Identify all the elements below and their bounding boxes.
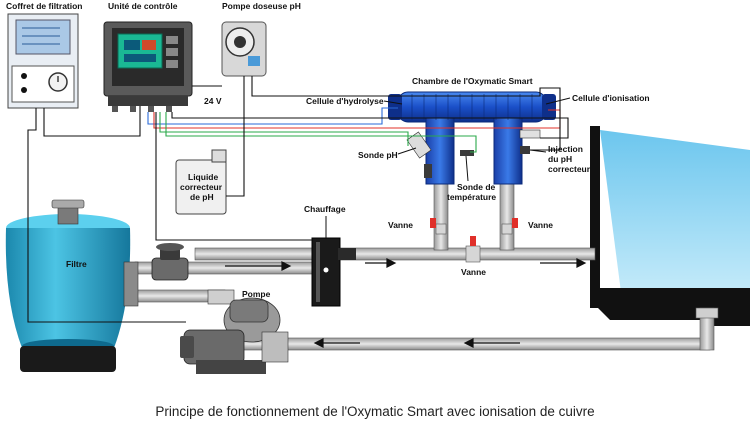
filtration-box bbox=[7, 13, 79, 109]
control-unit-label: Unité de contrôle bbox=[108, 1, 178, 11]
valve-left-label: Vanne bbox=[388, 220, 413, 230]
ph-probe-label: Sonde pH bbox=[358, 150, 398, 160]
temp-probe-line-1: Sonde de bbox=[457, 182, 496, 192]
ph-injection-line-2: du pH bbox=[548, 154, 572, 164]
valve-left bbox=[430, 218, 447, 235]
flow-arrows bbox=[225, 258, 587, 348]
voltage-label: 24 V bbox=[204, 96, 222, 106]
ph-liquid-line-1: Liquide bbox=[188, 172, 218, 182]
heating-label: Chauffage bbox=[304, 204, 346, 214]
ph-pump-label: Pompe doseuse pH bbox=[222, 1, 301, 11]
multiport-valve bbox=[151, 243, 189, 281]
ph-liquid-label: Liquide correcteur de pH bbox=[180, 172, 224, 202]
caption: Principe de fonctionnement de l'Oxymatic… bbox=[155, 404, 595, 419]
oxymatic-chamber bbox=[388, 91, 556, 185]
control-unit bbox=[103, 21, 193, 112]
ph-liquid-container bbox=[175, 149, 227, 215]
ph-pump bbox=[221, 21, 267, 77]
ph-injection-line-1: Injection bbox=[548, 144, 583, 154]
filter-tank bbox=[5, 199, 139, 372]
valve-bottom-label: Vanne bbox=[461, 267, 486, 277]
heater bbox=[311, 237, 356, 307]
valve-right bbox=[501, 218, 518, 235]
temp-probe-line-2: température bbox=[447, 192, 496, 202]
filtration-box-label: Coffret de filtration bbox=[6, 1, 83, 11]
filter-label: Filtre bbox=[66, 259, 87, 269]
ionisation-cell-label: Cellule d'ionisation bbox=[572, 93, 650, 103]
ph-liquid-line-2: correcteur bbox=[180, 182, 223, 192]
pool bbox=[590, 126, 750, 326]
valve-right-label: Vanne bbox=[528, 220, 553, 230]
pump bbox=[180, 289, 289, 374]
valve-bottom bbox=[465, 236, 481, 263]
ph-injection-line-3: correcteur bbox=[548, 164, 591, 174]
chamber-label: Chambre de l'Oxymatic Smart bbox=[412, 76, 533, 86]
ph-liquid-line-3: de pH bbox=[190, 192, 214, 202]
ph-injection-label: Injection du pH correcteur bbox=[548, 144, 591, 174]
temp-probe-label: Sonde de température bbox=[447, 182, 498, 202]
hydrolysis-cell-label: Cellule d'hydrolyse bbox=[306, 96, 384, 106]
pump-label: Pompe bbox=[242, 289, 271, 299]
wiring bbox=[27, 76, 569, 323]
